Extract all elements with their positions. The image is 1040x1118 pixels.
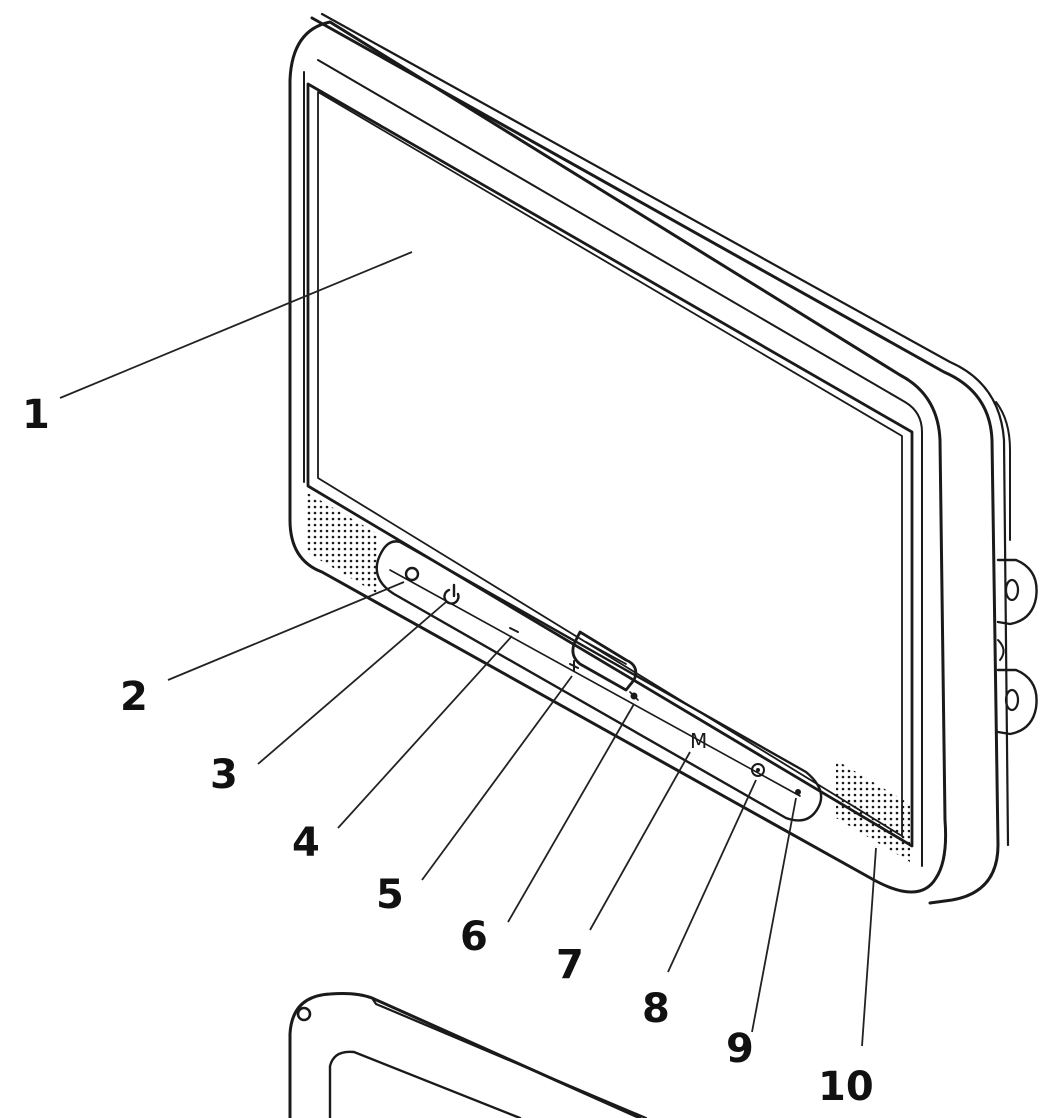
leader-lines bbox=[59, 251, 877, 1047]
monitor-back-view bbox=[288, 992, 648, 1118]
callout-7: 7 bbox=[556, 942, 584, 988]
indicator-led-icon bbox=[795, 789, 801, 795]
screw-icon bbox=[296, 1006, 312, 1022]
control-strip bbox=[375, 540, 823, 822]
callout-5: 5 bbox=[376, 872, 404, 918]
callout-1: 1 bbox=[22, 392, 50, 438]
callout-3: 3 bbox=[210, 752, 238, 798]
callout-10: 10 bbox=[818, 1064, 874, 1110]
monitor-housing bbox=[288, 12, 1010, 905]
settings-button-icon[interactable] bbox=[751, 763, 765, 777]
mounting-bracket bbox=[995, 401, 1038, 736]
menu-button-icon[interactable]: M bbox=[690, 729, 707, 753]
callout-2: 2 bbox=[120, 674, 148, 720]
speaker-grille-right bbox=[836, 760, 910, 862]
menu-glyph: M bbox=[690, 729, 707, 753]
callout-8: 8 bbox=[642, 986, 670, 1032]
plus-button-icon[interactable] bbox=[569, 660, 579, 672]
callout-labels: 1 2 3 4 5 6 7 8 9 10 bbox=[22, 392, 874, 1110]
callout-9: 9 bbox=[726, 1026, 754, 1072]
button-2-icon[interactable] bbox=[404, 566, 420, 582]
minus-button-icon[interactable] bbox=[509, 627, 519, 633]
source-button-icon[interactable] bbox=[629, 691, 639, 701]
speaker-grille-left bbox=[306, 492, 378, 594]
callout-4: 4 bbox=[292, 820, 320, 866]
power-button-icon[interactable] bbox=[443, 583, 460, 605]
center-clip bbox=[571, 630, 638, 692]
callout-6: 6 bbox=[460, 914, 488, 960]
